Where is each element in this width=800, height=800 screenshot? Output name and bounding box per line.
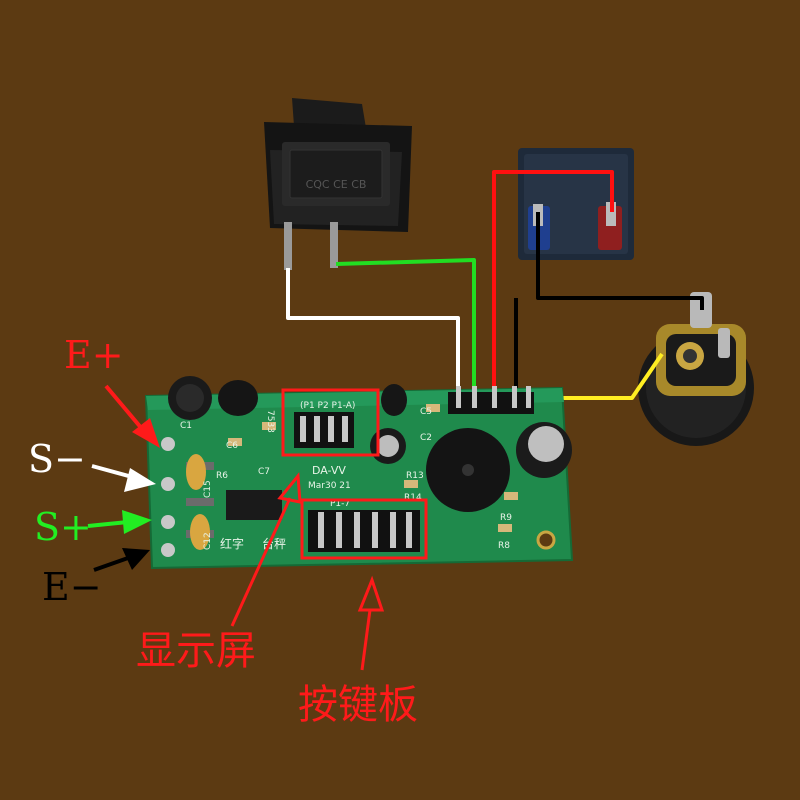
silk-c12: C12	[203, 532, 213, 550]
label-e-minus: E−	[42, 565, 102, 609]
label-s-plus: S+	[34, 505, 92, 549]
silk-c5: C5	[420, 407, 432, 417]
dc-jack	[638, 292, 754, 446]
battery	[518, 148, 634, 260]
silk-r8: R8	[498, 541, 510, 551]
display-header-pins	[294, 412, 354, 448]
silk-r6: R6	[216, 471, 228, 481]
green-wire	[336, 260, 474, 392]
silk-model: DA-VV	[312, 464, 346, 477]
silk-display-header: (P1 P2 P1-A)	[300, 401, 355, 411]
silk-c2: C2	[420, 433, 432, 443]
silk-c1: C1	[180, 421, 192, 431]
silk-r13: R13	[406, 471, 424, 481]
rocker-switch: CQC CE CB	[264, 98, 412, 270]
label-e-plus: E+	[64, 333, 124, 377]
label-keypad: 按键板	[298, 682, 418, 728]
pcb-board: C1 C6 7533 C7 R6 C15 C12 (P1 P2 P1-A) C5…	[146, 376, 572, 568]
label-display: 显示屏	[136, 628, 256, 674]
white-wire	[288, 268, 458, 392]
silk-c7: C7	[258, 467, 270, 477]
switch-marks: CQC CE CB	[306, 178, 367, 191]
label-s-minus: S−	[28, 437, 86, 481]
silk-7533: 7533	[265, 410, 275, 433]
keypad-header-pins	[308, 510, 420, 552]
silk-c6: C6	[226, 441, 238, 451]
silk-c15: C15	[203, 480, 213, 498]
silk-r9: R9	[500, 513, 512, 523]
silk-hongzi: 红字	[220, 536, 244, 551]
silk-date: Mar30 21	[308, 481, 351, 491]
